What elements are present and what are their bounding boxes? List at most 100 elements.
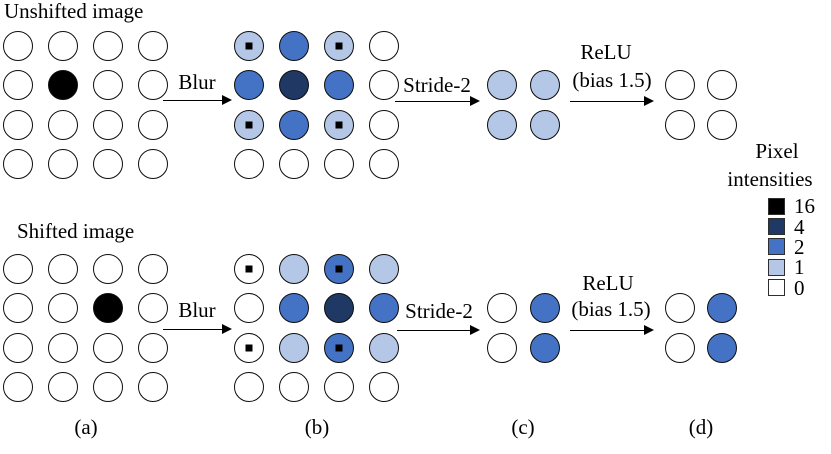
pixel-circle	[234, 31, 264, 61]
pixel-circle	[665, 109, 695, 140]
pixel-circle	[369, 148, 399, 179]
pixel-circle	[324, 31, 354, 61]
relu-label-bottom: ReLU	[582, 271, 634, 295]
relu-label-top: ReLU	[580, 40, 632, 64]
pixel-circle	[279, 293, 309, 324]
pixel-circle	[234, 70, 264, 101]
relu-arrow-top	[570, 96, 654, 106]
stride-sample-dot	[245, 42, 253, 50]
pixel-circle	[279, 254, 309, 284]
pixel-circle	[487, 70, 517, 101]
pixel-circle	[93, 70, 123, 101]
pixel-circle	[3, 148, 33, 179]
pixel-circle	[3, 70, 33, 101]
pixel-circle	[93, 332, 123, 363]
legend-title-line2: intensities	[727, 167, 813, 191]
legend-swatch	[768, 238, 785, 256]
pixel-circle	[487, 109, 517, 140]
pixel-circle	[324, 332, 354, 363]
pixel-circle	[48, 332, 78, 363]
pixel-circle	[324, 254, 354, 284]
blur-arrow-top	[163, 95, 232, 105]
legend-swatch	[768, 197, 785, 215]
caption-b: (b)	[304, 415, 330, 439]
pixel-circle	[279, 70, 309, 101]
relu-bias-label-bottom: (bias 1.5)	[571, 297, 651, 321]
stride-label-bottom: Stride-2	[405, 299, 473, 323]
blur-label-top: Blur	[178, 70, 216, 94]
stride-sample-dot	[245, 265, 253, 273]
unshifted-image-title: Unshifted image	[4, 0, 144, 23]
pixel-circle	[234, 332, 264, 363]
pixel-circle	[138, 293, 168, 324]
pixel-circle	[369, 254, 399, 284]
pixel-circle	[279, 332, 309, 363]
legend-swatch	[768, 218, 785, 236]
pixel-circle	[234, 148, 264, 179]
pixel-circle	[369, 332, 399, 363]
legend-title-line1: Pixel	[755, 139, 799, 163]
caption-c: (c)	[511, 415, 535, 439]
pixel-circle	[369, 70, 399, 101]
pixel-circle	[138, 254, 168, 284]
pixel-circle	[138, 109, 168, 140]
legend-value: 2	[794, 234, 805, 259]
legend-entry: 0	[768, 275, 815, 300]
pixel-circle	[707, 293, 737, 324]
pixel-circle	[369, 31, 399, 61]
legend-value: 0	[794, 275, 805, 300]
pixel-circle	[279, 109, 309, 140]
legend-entry: 16	[768, 194, 815, 219]
pixel-circle	[138, 371, 168, 402]
pixel-circle	[48, 70, 78, 101]
pixel-circle	[530, 70, 560, 101]
caption-d: (d)	[688, 415, 714, 439]
caption-a: (a)	[74, 415, 98, 439]
pixel-circle	[324, 109, 354, 140]
stride-label-top: Stride-2	[403, 73, 471, 97]
pixel-circle	[369, 371, 399, 402]
pixel-circle	[93, 254, 123, 284]
legend-swatch	[768, 258, 785, 276]
pixel-circle	[707, 332, 737, 363]
blur-arrow-bottom	[163, 324, 232, 334]
pixel-circle	[324, 148, 354, 179]
legend-value: 4	[794, 214, 805, 239]
pixel-circle	[234, 293, 264, 324]
pixel-circle	[93, 293, 123, 324]
pixel-circle	[93, 371, 123, 402]
stride-sample-dot	[335, 344, 343, 352]
relu-arrow-bottom	[570, 325, 654, 335]
legend-entry: 4	[768, 214, 815, 239]
stride-arrow-bottom	[397, 325, 480, 335]
pixel-circle	[3, 109, 33, 140]
pixel-circle	[279, 371, 309, 402]
pixel-circle	[3, 31, 33, 61]
pixel-circle	[3, 371, 33, 402]
pixel-circle	[707, 109, 737, 140]
pixel-circle	[234, 371, 264, 402]
blur-label-bottom: Blur	[178, 298, 216, 322]
pixel-circle	[48, 31, 78, 61]
pixel-circle	[665, 70, 695, 101]
pixel-circle	[369, 109, 399, 140]
stride-sample-dot	[335, 265, 343, 273]
pixel-circle	[324, 70, 354, 101]
pixel-circle	[138, 70, 168, 101]
pixel-circle	[234, 254, 264, 284]
pixel-circle	[707, 70, 737, 101]
pixel-circle	[324, 293, 354, 324]
pixel-circle	[665, 293, 695, 324]
legend-swatch	[768, 279, 785, 297]
pixel-circle	[93, 148, 123, 179]
legend-value: 1	[794, 255, 805, 280]
legend-value: 16	[794, 194, 815, 219]
relu-bias-label-top: (bias 1.5)	[572, 68, 652, 92]
pixel-circle	[48, 148, 78, 179]
shifted-image-title: Shifted image	[17, 219, 135, 243]
pixel-circle	[48, 254, 78, 284]
pixel-circle	[48, 293, 78, 324]
pixel-circle	[279, 31, 309, 61]
stride-sample-dot	[245, 121, 253, 129]
